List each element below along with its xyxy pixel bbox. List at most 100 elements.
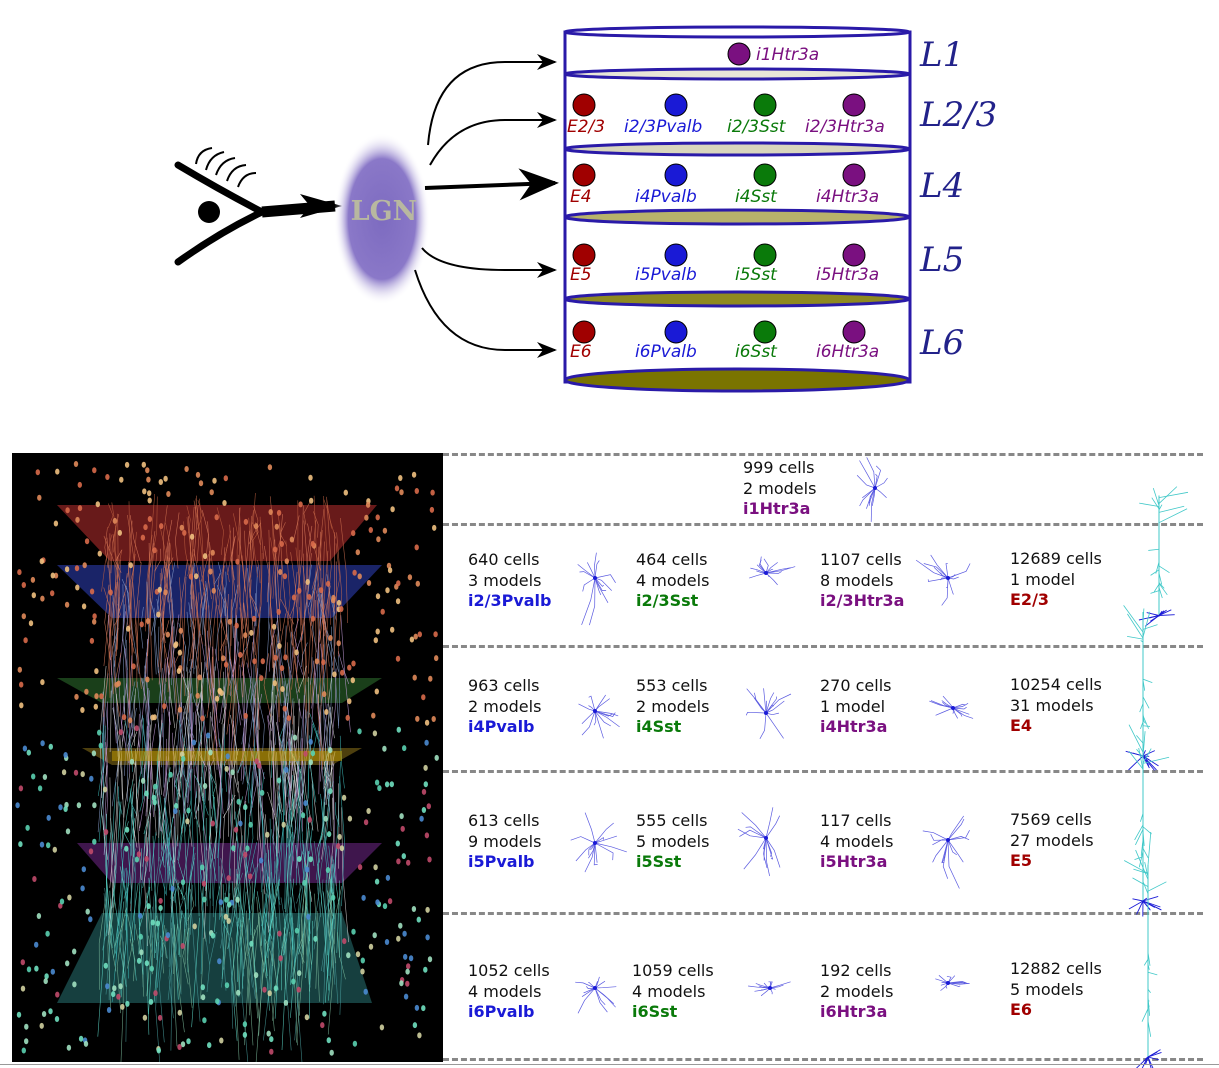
soma-dot: [235, 896, 240, 903]
dendrite-strand: [121, 578, 130, 608]
soma-dot: [157, 586, 162, 593]
soma-dot: [142, 1014, 148, 1021]
cell-type-i5pvalb: i5Pvalb: [635, 243, 697, 285]
soma-dot: [314, 658, 320, 665]
soma-dot: [226, 875, 231, 882]
soma-dot: [111, 991, 116, 998]
dendrite-strand: [311, 599, 317, 704]
soma-dot: [43, 978, 48, 985]
layer-boundary-l5: [563, 290, 911, 308]
soma-dot: [30, 576, 36, 583]
dendrite-strand: [325, 864, 333, 1003]
dendrite-strand: [282, 700, 288, 797]
dendrite-strand: [218, 565, 225, 629]
soma-dot: [385, 874, 391, 881]
soma-dot: [326, 1037, 331, 1044]
soma-dot: [276, 509, 282, 516]
soma-dot: [166, 491, 171, 497]
soma-dot: [89, 637, 95, 644]
soma-dot: [53, 572, 59, 579]
dendrite-strand: [258, 759, 267, 888]
cell-type-i23pvalb: i2/3Pvalb: [624, 93, 702, 137]
soma-dot: [231, 845, 236, 852]
soma-dot: [374, 688, 379, 695]
soma-dot: [390, 626, 395, 633]
soma-dot: [242, 1021, 248, 1028]
dendrite-strand: [146, 719, 152, 857]
layer-boundary-l6: [563, 367, 911, 393]
dendrite-strand: [327, 781, 334, 812]
soma-dot: [31, 592, 36, 599]
dendrite-strand: [224, 571, 227, 597]
soma-dot: [434, 754, 439, 761]
soma-dot: [321, 659, 326, 666]
dendrite-strand: [187, 659, 192, 782]
dendrite-strand: [139, 652, 147, 748]
soma-dot: [248, 873, 253, 880]
soma-dot: [340, 669, 345, 676]
soma-dot: [427, 856, 432, 863]
soma-dot: [308, 738, 313, 745]
soma-dot: [432, 524, 437, 531]
dendrite-strand: [128, 501, 131, 637]
dendrite-strand: [316, 911, 320, 1002]
dendrite-strand: [127, 694, 136, 802]
soma-dot: [63, 752, 68, 758]
dendrite-strand: [145, 892, 152, 997]
soma-dot: [176, 668, 182, 674]
soma-dot: [217, 958, 222, 965]
soma-dot: [306, 913, 311, 920]
dendrite-strand: [308, 891, 311, 1019]
dendrite-strand: [161, 840, 165, 868]
dendrite-strand: [165, 522, 173, 570]
soma-dot: [328, 635, 333, 641]
soma-dot: [313, 935, 318, 942]
soma-dot: [408, 955, 414, 962]
dendrite-strand: [284, 813, 290, 910]
soma-dot: [413, 633, 418, 640]
soma-dot: [140, 777, 146, 784]
dendrite-strand: [317, 644, 325, 770]
dendrite-strand: [248, 752, 253, 808]
dendrite-strand: [171, 802, 177, 913]
soma-dot: [427, 956, 433, 963]
dendrite-strand: [190, 562, 196, 610]
soma-dot: [363, 819, 369, 826]
dendrite-strand: [304, 815, 313, 902]
soma-dot: [88, 848, 94, 855]
soma-dot: [269, 1048, 274, 1055]
soma-dot: [39, 1022, 44, 1029]
dendrite-strand: [154, 584, 161, 673]
dendrite-strand: [140, 606, 144, 649]
soma-dot: [236, 798, 241, 805]
dendrite-strand: [322, 695, 332, 832]
dendrite-strand: [155, 787, 161, 838]
soma-dot: [278, 955, 283, 962]
dendrite-strand: [103, 893, 110, 1001]
soma-dot: [269, 1036, 274, 1043]
dendrite-strand: [124, 592, 135, 654]
dendrite-strand: [167, 834, 171, 880]
dendrite-strand: [148, 820, 153, 891]
dendrite-strand: [118, 863, 123, 926]
soma-dot: [64, 566, 70, 573]
soma-dot: [279, 541, 284, 547]
svg-text:i5Pvalb: i5Pvalb: [635, 265, 697, 285]
svg-text:i4Pvalb: i4Pvalb: [635, 187, 697, 207]
layer-label-l5: L5: [919, 240, 964, 280]
soma-dot: [402, 930, 407, 937]
dendrite-strand: [273, 660, 280, 711]
dendrite-strand: [290, 552, 299, 622]
dendrite-strand: [150, 496, 158, 568]
soma-dot: [320, 1022, 325, 1029]
lgn-label: LGN: [351, 196, 418, 227]
table-entry-i23htr3a: 1107 cells 8 models i2/3Htr3a: [820, 550, 905, 610]
soma-dot: [118, 729, 124, 736]
dendrite-strand: [290, 698, 300, 828]
soma-dot: [278, 569, 283, 575]
neuron-morphology: [922, 815, 970, 889]
soma-dot: [80, 707, 85, 713]
dendrite-strand: [243, 918, 249, 970]
dendrite-strand: [172, 847, 181, 958]
